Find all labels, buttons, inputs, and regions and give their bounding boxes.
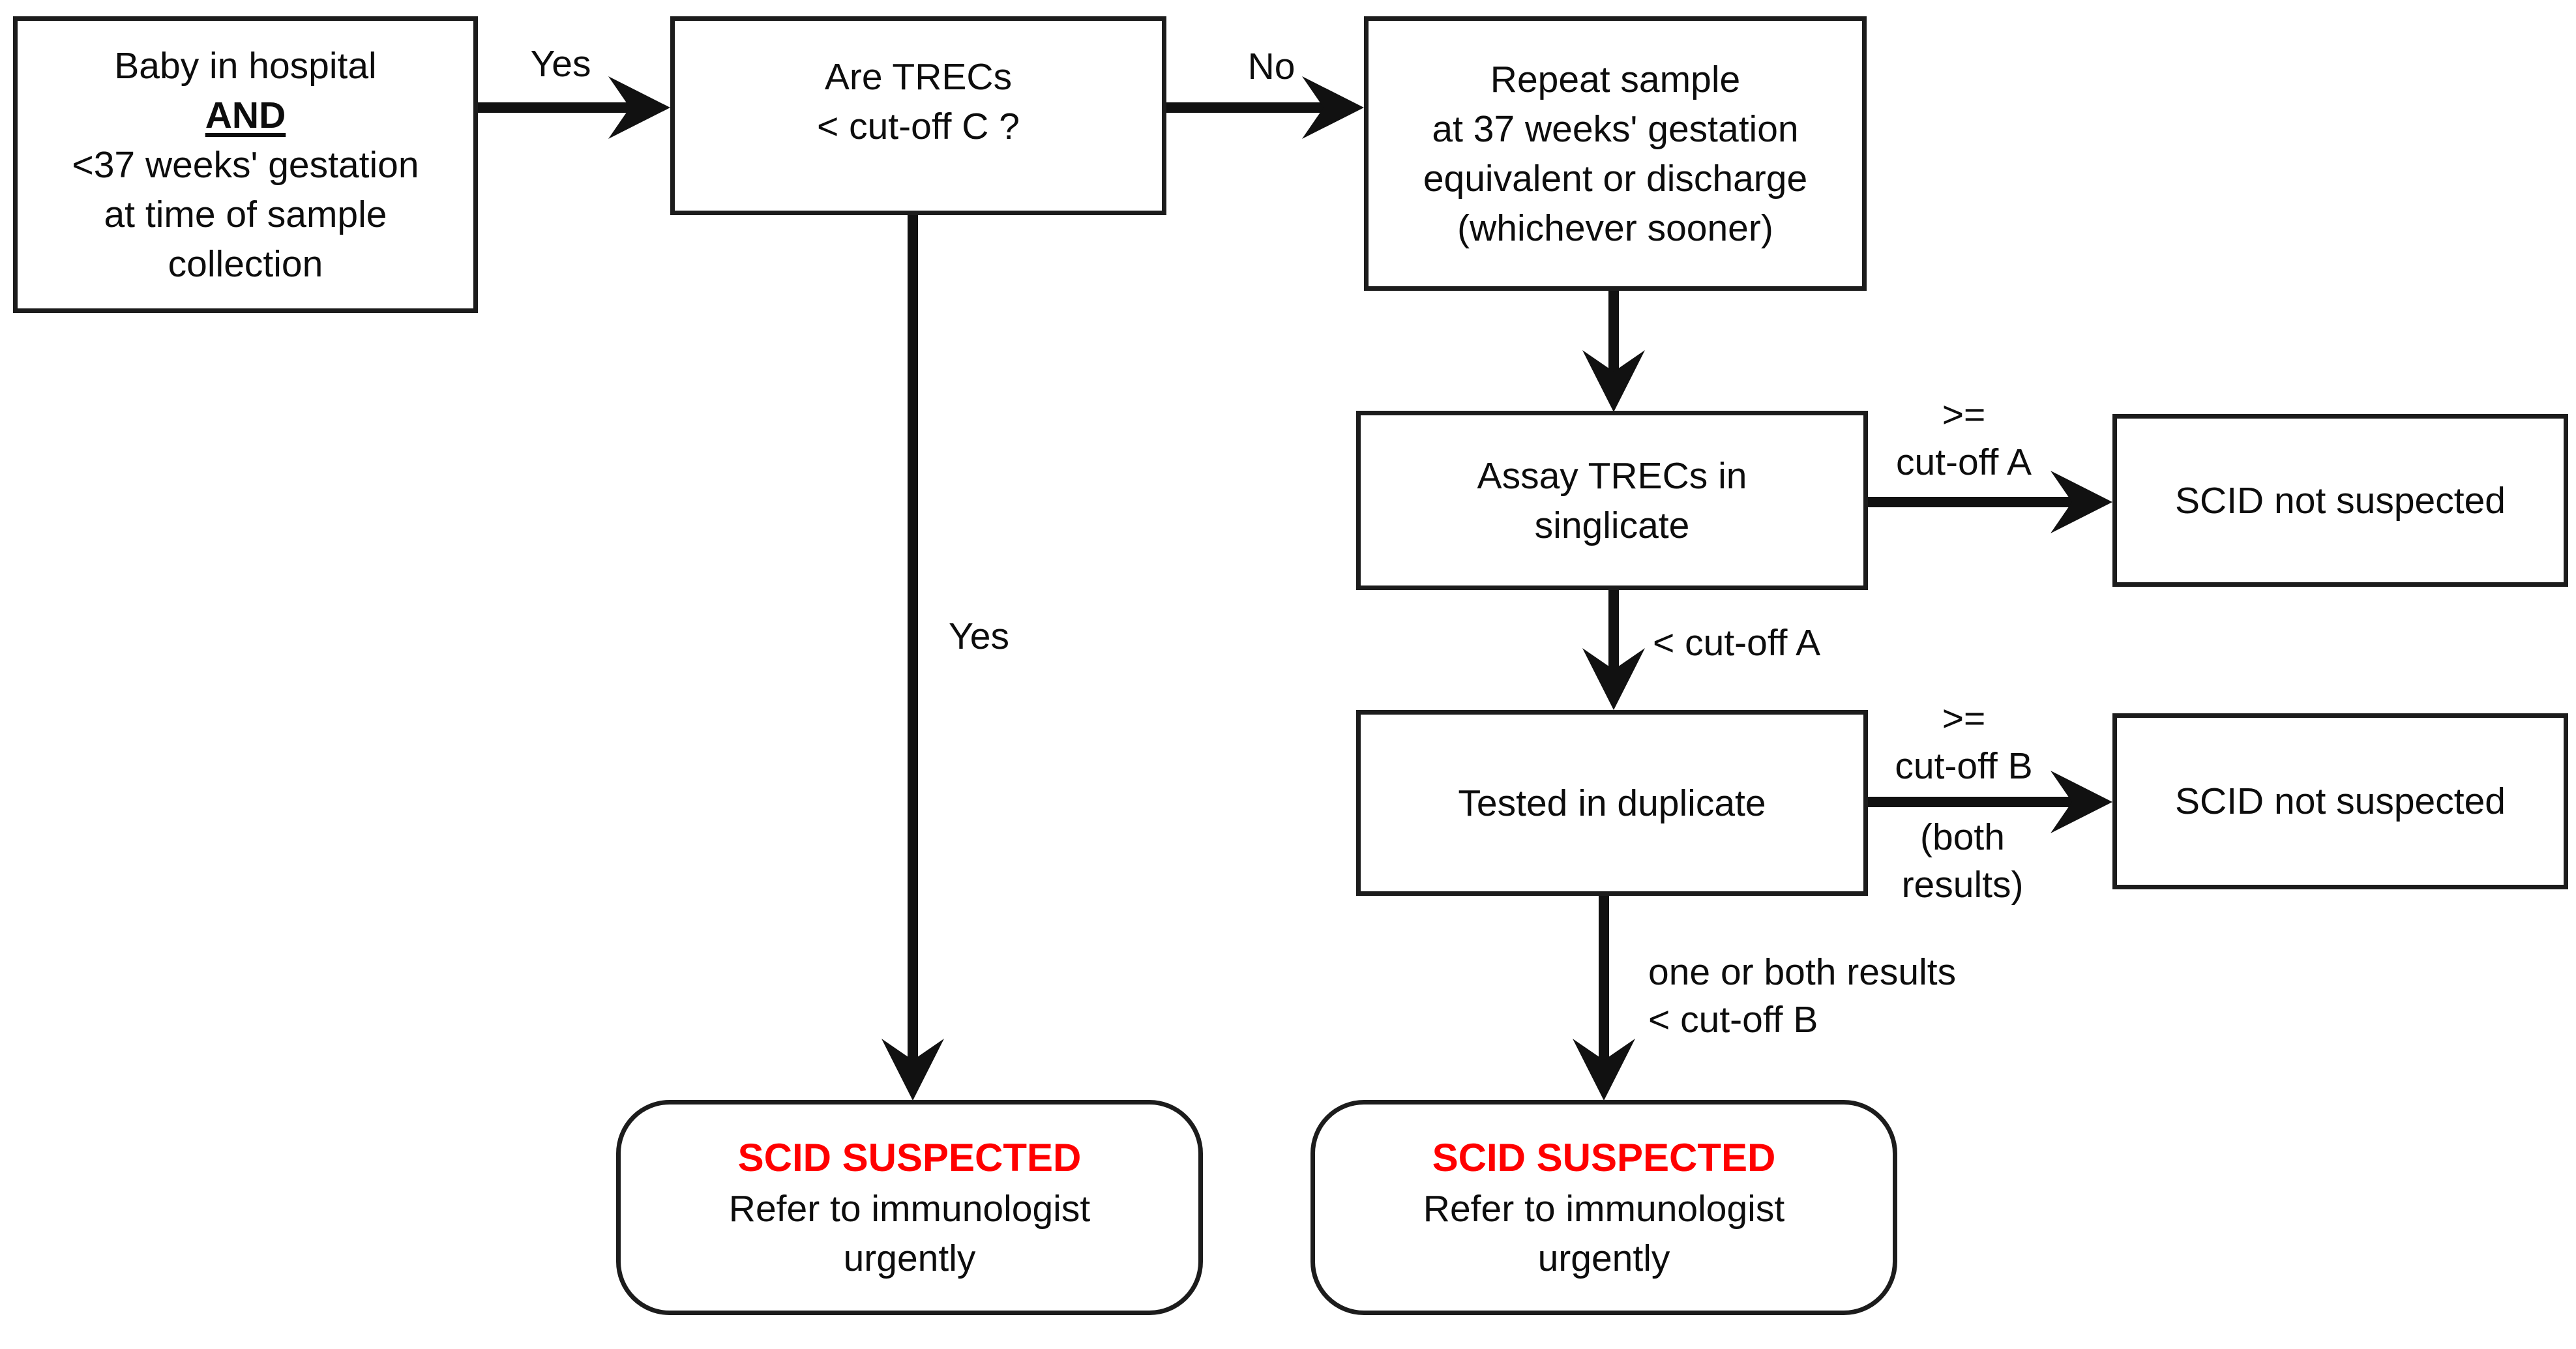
arrow-trecs-to-repeat [1166, 76, 1364, 139]
node-scid-not-suspected-a: SCID not suspected [2112, 414, 2568, 587]
node-scid-suspected-mid: SCID SUSPECTED Refer to immunologist urg… [1310, 1100, 1897, 1315]
node-line: equivalent or discharge [1423, 157, 1808, 200]
node-line: urgently [843, 1238, 976, 1279]
node-scid-not-suspected-b: SCID not suspected [2112, 713, 2568, 889]
scid-suspected-title: SCID SUSPECTED [1432, 1136, 1776, 1179]
edge-label-gte-cutoff-b: >= cut-off B [1895, 695, 2032, 790]
arrow-assay-to-duplicate [1582, 590, 1645, 710]
node-line: Refer to immunologist [1423, 1188, 1785, 1230]
node-line: < cut-off C ? [816, 106, 1020, 147]
edge-label-line: cut-off B [1895, 745, 2033, 787]
edge-label-yes-long: Yes [949, 615, 1009, 657]
edge-label-line: >= [1942, 698, 1986, 739]
node-tested-duplicate: Tested in duplicate [1356, 710, 1868, 896]
node-trecs-question: Are TRECs < cut-off C ? [670, 16, 1166, 215]
arrow-duplicate-to-not-suspected [1868, 771, 2112, 833]
edge-label-no-top: No [1247, 46, 1295, 87]
edge-label-line: one or both results [1648, 951, 1957, 993]
edge-label-yes-top: Yes [530, 43, 591, 85]
arrow-assay-to-not-suspected [1868, 471, 2112, 533]
node-line: <37 weeks' gestation [72, 143, 419, 186]
arrow-repeat-to-assay [1582, 291, 1645, 412]
arrow-trecs-to-scid-suspected [881, 215, 944, 1101]
node-line: singlicate [1534, 504, 1690, 546]
node-repeat-sample: Repeat sample at 37 weeks' gestation equ… [1364, 16, 1867, 291]
edge-label-one-or-both: one or both results < cut-off B [1648, 949, 1956, 1044]
edge-label-gte-cutoff-a: >= cut-off A [1896, 391, 2032, 486]
node-assay-singlicate: Assay TRECs in singlicate [1356, 411, 1868, 590]
node-line-and: AND [205, 94, 286, 136]
node-line: SCID not suspected [2175, 479, 2506, 522]
node-line: (whichever sooner) [1457, 207, 1773, 249]
node-line: SCID not suspected [2175, 780, 2506, 822]
node-line: Refer to immunologist [728, 1188, 1091, 1230]
edge-label-lt-cutoff-a: < cut-off A [1653, 622, 1821, 664]
node-scid-suspected-left: SCID SUSPECTED Refer to immunologist urg… [616, 1100, 1203, 1315]
arrow-baby-to-trecs [478, 76, 670, 139]
node-line: at 37 weeks' gestation [1432, 108, 1799, 150]
edge-label-both-results: (both results) [1902, 814, 2024, 909]
node-line: Baby in hospital [114, 44, 377, 87]
node-line: Are TRECs [824, 56, 1013, 98]
edge-label-line: >= [1942, 394, 1986, 436]
scid-suspected-title: SCID SUSPECTED [737, 1136, 1082, 1179]
node-line: urgently [1537, 1238, 1670, 1279]
arrow-duplicate-to-scid-suspected [1573, 895, 1635, 1101]
node-line: Assay TRECs in [1477, 454, 1747, 497]
edge-label-line: cut-off A [1895, 441, 2032, 483]
node-line: Repeat sample [1490, 58, 1741, 100]
edge-label-line: results) [1901, 864, 2024, 906]
node-line: collection [168, 243, 323, 285]
node-line: Tested in duplicate [1458, 782, 1766, 824]
node-baby-in-hospital: Baby in hospital AND <37 weeks' gestatio… [13, 16, 478, 313]
edge-label-line: (both [1920, 816, 2005, 858]
edge-label-line: < cut-off B [1648, 999, 1818, 1041]
node-line: at time of sample [104, 193, 387, 235]
